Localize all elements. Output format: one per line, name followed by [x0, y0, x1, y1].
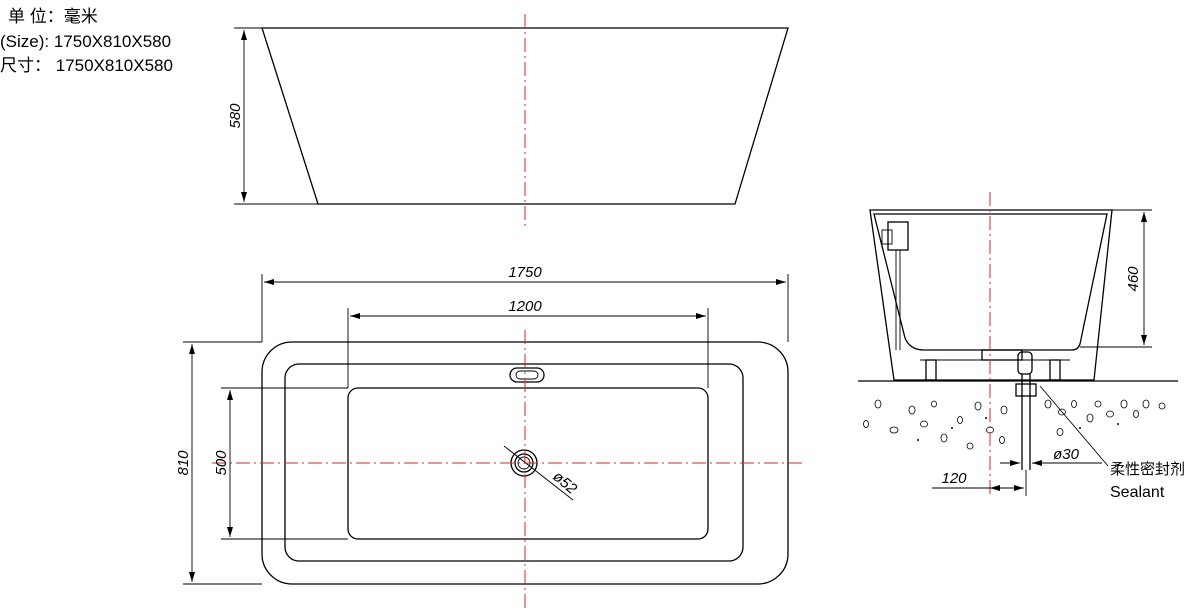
- tub-feet: [920, 359, 1070, 381]
- sealant-leader: [1039, 385, 1109, 467]
- overflow-fitting-icon: [881, 221, 909, 350]
- dim-drain-diameter: ø52: [549, 468, 580, 498]
- dim-side-height-460: 460: [1125, 266, 1142, 292]
- side-tub-outer: [869, 209, 1113, 381]
- size-en-label: (Size): 1750X810X580: [0, 32, 172, 51]
- plan-basin: [347, 387, 709, 540]
- dim-pipe-offset: 120: [941, 470, 967, 487]
- drain-pipe-icon: [981, 349, 1037, 470]
- overflow-icon: [509, 367, 545, 383]
- unit-label: 单 位：毫米: [8, 7, 98, 26]
- gravel-fill: [863, 399, 1166, 450]
- drain-leader: [503, 445, 574, 501]
- sealant-en-label: Sealant: [1110, 484, 1165, 501]
- dim-inner-length-1200: 1200: [508, 298, 542, 315]
- side-section-view: 460 ø30 120 柔性密封剂 Sealant: [858, 192, 1185, 501]
- dim-height-580: 580: [227, 103, 244, 129]
- sealant-cn-label: 柔性密封剂: [1110, 461, 1185, 478]
- dim-length-1750: 1750: [508, 264, 542, 281]
- dim-inner-width-500: 500: [213, 450, 230, 476]
- dim-pipe-diameter: ø30: [1053, 446, 1080, 463]
- dim-width-810: 810: [175, 450, 192, 476]
- plan-view: ø52 1750 1200 810 500: [175, 264, 806, 612]
- side-tub-inner: [873, 213, 1108, 351]
- front-elevation: 580: [227, 14, 789, 226]
- front-tub-outline: [261, 27, 789, 205]
- size-cn-label: 尺寸： 1750X810X580: [0, 56, 173, 75]
